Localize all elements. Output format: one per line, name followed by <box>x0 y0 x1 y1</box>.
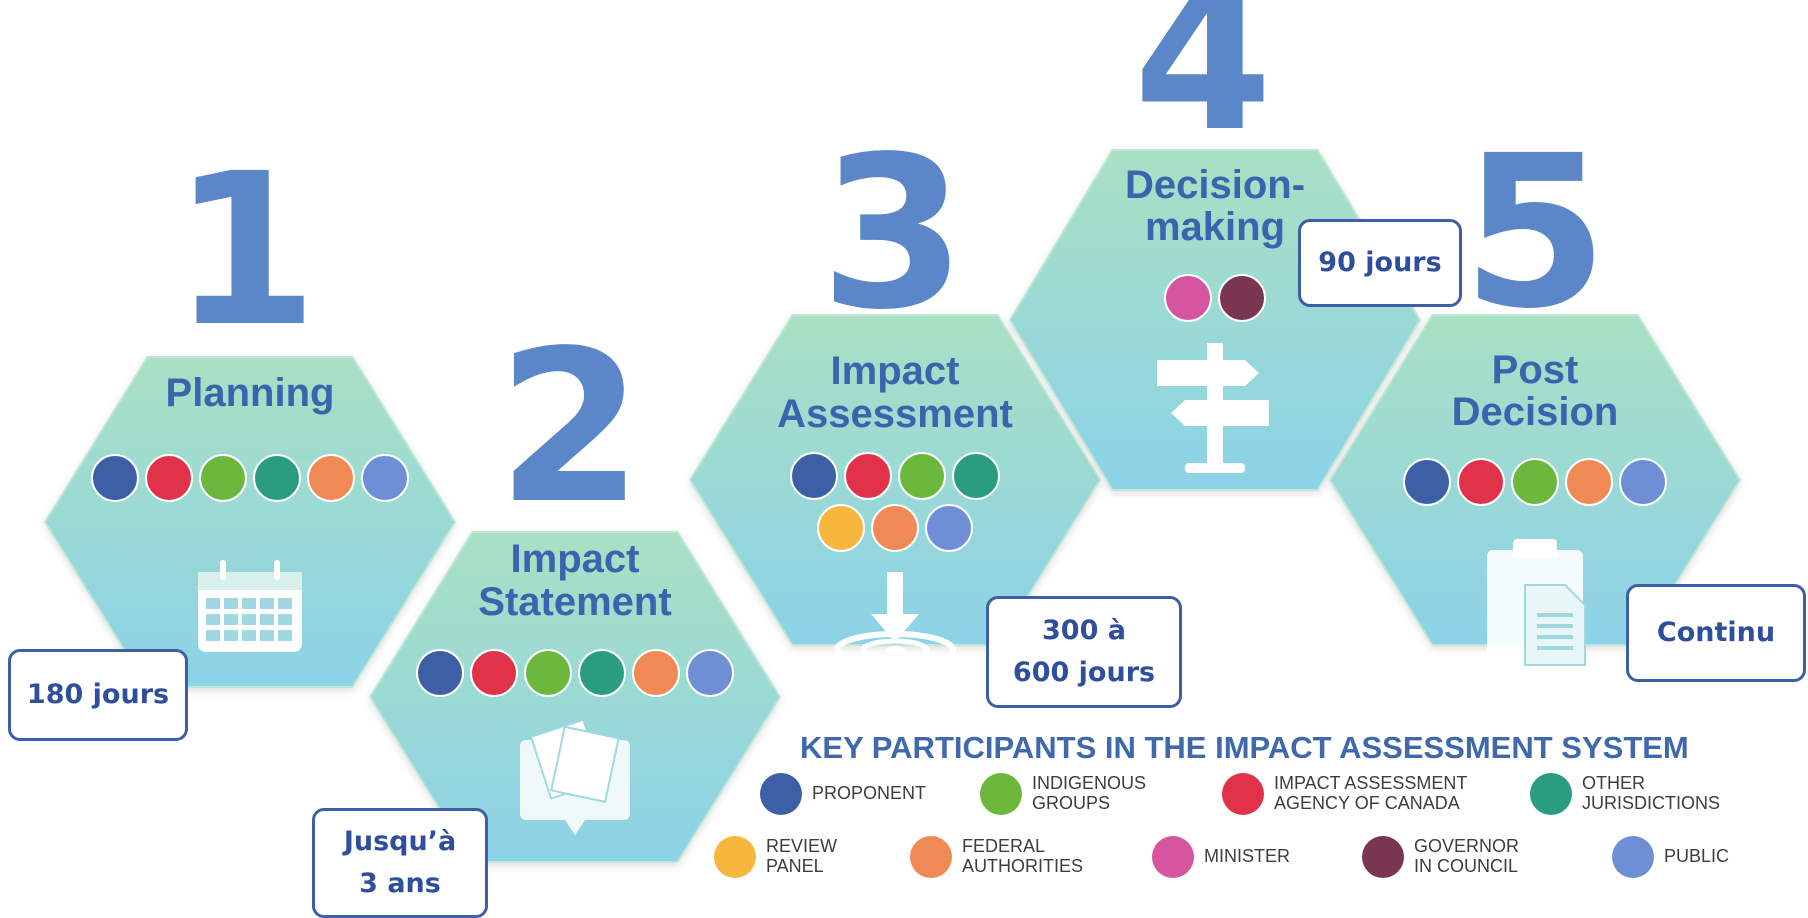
clipboard-icon <box>1487 539 1586 670</box>
iaac-icon <box>1222 773 1264 815</box>
governor-in-council-icon <box>1362 836 1404 878</box>
duration-line: 600 jours <box>1012 657 1156 688</box>
public-icon <box>1612 836 1654 878</box>
step-number: 3 <box>820 111 966 356</box>
duration-callout-3: 300 à 600 jours <box>986 596 1182 708</box>
legend-label: OTHER JURISDICTIONS <box>1582 773 1721 813</box>
legend-title: KEY PARTICIPANTS IN THE IMPACT ASSESSMEN… <box>800 730 1689 765</box>
duration-callout-1: 180 jours <box>8 649 188 741</box>
indigenous-icon <box>524 649 572 697</box>
step-title-line: Decision <box>1452 390 1619 434</box>
step-title-line: Decision- <box>1125 163 1305 207</box>
legend-label: REVIEW PANEL <box>766 836 838 876</box>
review-panel-icon <box>817 504 865 552</box>
duration-line: 180 jours <box>26 679 170 711</box>
step-title-line: Statement <box>478 580 671 624</box>
iaac-icon <box>844 452 892 500</box>
review-panel-icon <box>714 836 756 878</box>
legend-item-other-jurisdictions: OTHER JURISDICTIONS <box>1530 773 1732 815</box>
public-icon <box>686 649 734 697</box>
step-title-line: Impact <box>831 349 960 393</box>
duration-line: 90 jours <box>1318 247 1442 279</box>
legend-item-review-panel: REVIEW PANEL <box>714 836 856 878</box>
signpost-icon <box>1157 343 1269 473</box>
legend-item-federal-authorities: FEDERAL AUTHORITIES <box>910 836 1102 878</box>
legend-item-indigenous: INDIGENOUS GROUPS <box>980 773 1162 815</box>
legend-label: INDIGENOUS GROUPS <box>1032 773 1147 813</box>
minister-icon <box>1152 836 1194 878</box>
other-jurisdictions-icon <box>952 452 1000 500</box>
legend-item-public: PUBLIC <box>1612 836 1754 878</box>
legend-label: IMPACT ASSESSMENT AGENCY OF CANADA <box>1274 773 1468 813</box>
duration-line: 300 à <box>1042 615 1126 647</box>
duration-line: Continu <box>1656 617 1776 649</box>
calendar-icon <box>198 560 302 652</box>
step-title-line: Impact <box>511 537 640 581</box>
legend-label: GOVERNOR IN COUNCIL <box>1414 836 1520 876</box>
legend-item-iaac: IMPACT ASSESSMENT AGENCY OF CANADA <box>1222 773 1489 815</box>
indigenous-icon <box>199 454 247 502</box>
duration-line: Jusqu’à <box>343 826 457 858</box>
other-jurisdictions-icon <box>1530 773 1572 815</box>
duration-line: 3 ans <box>359 868 441 899</box>
target-icon <box>834 572 956 669</box>
iaac-icon <box>470 649 518 697</box>
federal-authorities-icon <box>1565 458 1613 506</box>
proponent-icon <box>91 454 139 502</box>
public-icon <box>1619 458 1667 506</box>
step-number: 1 <box>172 128 318 373</box>
governor-in-council-icon <box>1218 274 1266 322</box>
public-icon <box>361 454 409 502</box>
step-title-line: Post <box>1492 348 1579 392</box>
duration-callout-5: Continu <box>1626 584 1806 682</box>
legend-label: MINISTER <box>1204 846 1291 867</box>
duration-callout-4: 90 jours <box>1298 219 1462 307</box>
step-title-line: Planning <box>166 371 335 415</box>
step-number: 4 <box>1133 0 1272 176</box>
step-title-line: making <box>1145 205 1285 249</box>
proponent-icon <box>760 773 802 815</box>
step-number: 5 <box>1462 110 1608 355</box>
legend-label: PUBLIC <box>1664 846 1730 867</box>
hexagon-shape <box>689 314 1101 646</box>
indigenous-icon <box>980 773 1022 815</box>
step-title-line: Assessment <box>777 392 1013 436</box>
step-number: 2 <box>497 305 643 550</box>
other-jurisdictions-icon <box>253 454 301 502</box>
other-jurisdictions-icon <box>578 649 626 697</box>
legend-item-proponent: PROPONENT <box>760 773 1022 815</box>
iaac-icon <box>1457 458 1505 506</box>
legend-item-minister: MINISTER <box>1152 836 1324 878</box>
federal-authorities-icon <box>307 454 355 502</box>
documents-icon <box>520 718 630 835</box>
federal-authorities-icon <box>910 836 952 878</box>
federal-authorities-icon <box>871 504 919 552</box>
federal-authorities-icon <box>632 649 680 697</box>
proponent-icon <box>790 452 838 500</box>
legend-label: FEDERAL AUTHORITIES <box>962 836 1084 876</box>
iaac-icon <box>145 454 193 502</box>
proponent-icon <box>416 649 464 697</box>
duration-callout-2: Jusqu’à 3 ans <box>312 808 488 918</box>
legend-item-governor: GOVERNOR IN COUNCIL <box>1362 836 1534 878</box>
public-icon <box>925 504 973 552</box>
indigenous-icon <box>898 452 946 500</box>
proponent-icon <box>1403 458 1451 506</box>
indigenous-icon <box>1511 458 1559 506</box>
minister-icon <box>1164 274 1212 322</box>
legend-label: PROPONENT <box>812 783 927 804</box>
